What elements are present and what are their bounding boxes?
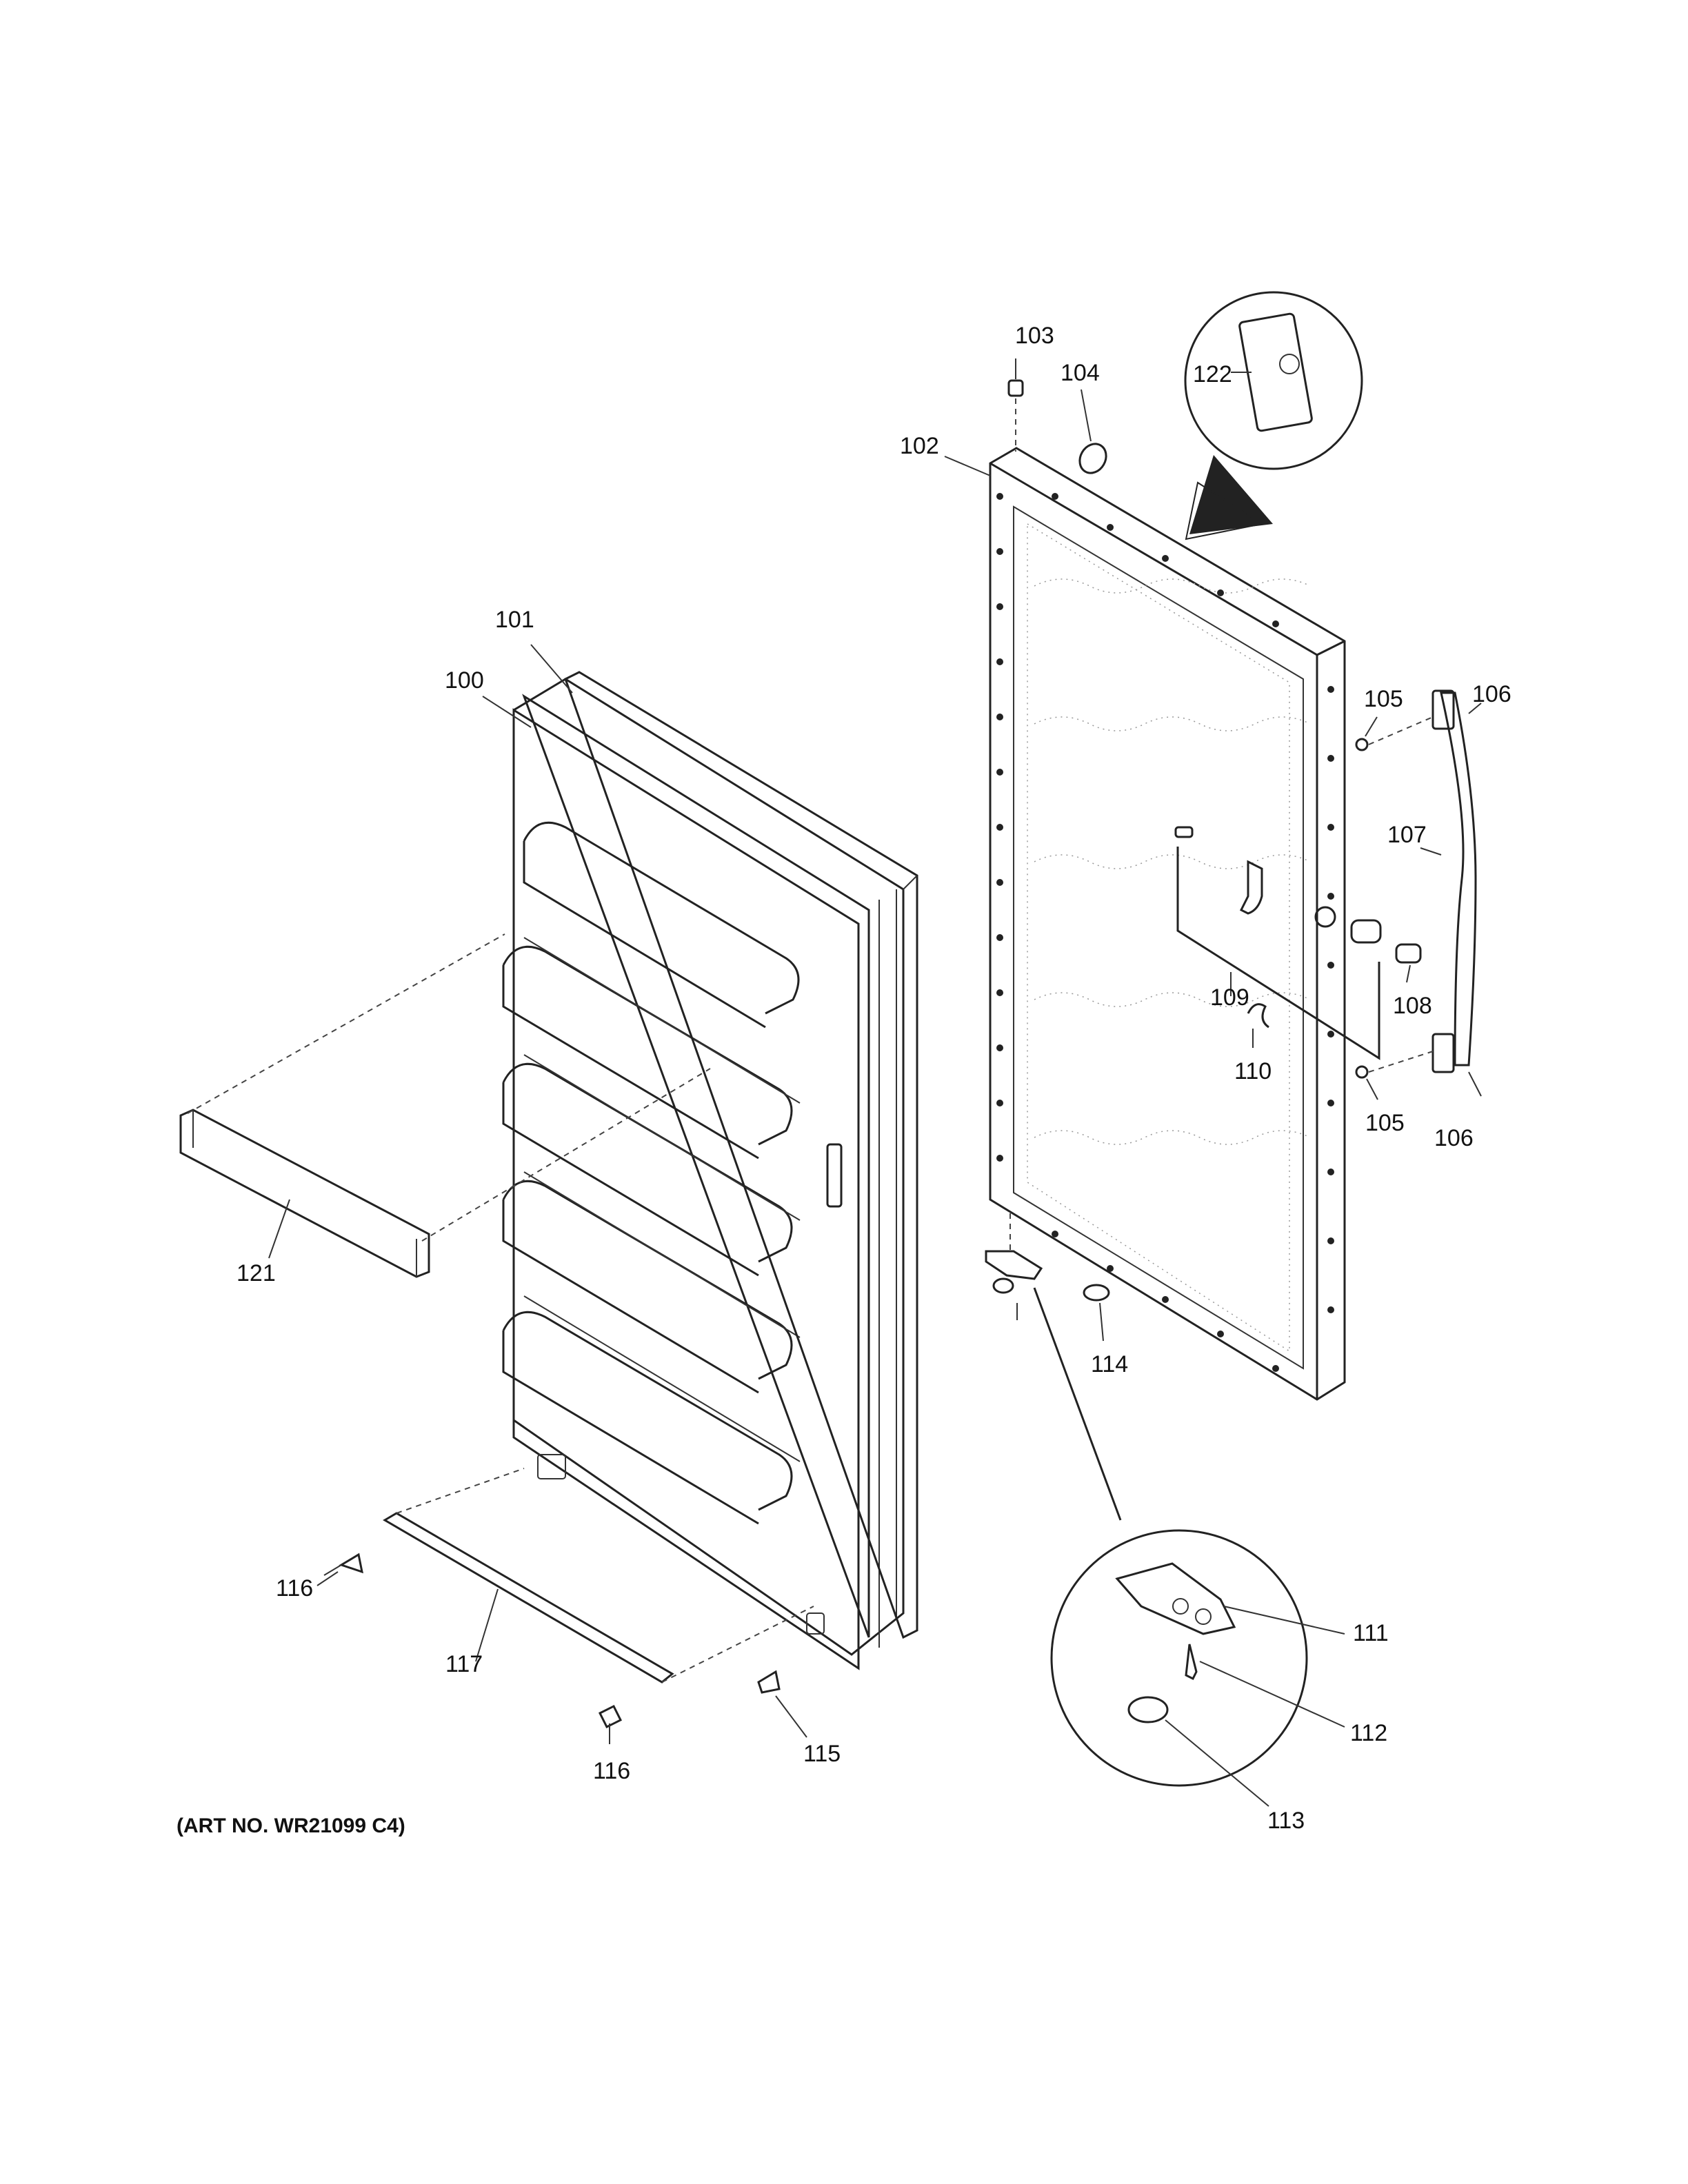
leader-102 (944, 456, 991, 476)
callout-113: 113 (1267, 1808, 1305, 1834)
art-number: (ART NO. WR21099 C4) (177, 1814, 405, 1837)
fastener-115 (757, 1670, 807, 1738)
callout-122: 122 (1193, 361, 1232, 387)
callout-100: 100 (445, 667, 484, 694)
callout-115: 115 (803, 1741, 841, 1767)
outer-door-panel (989, 447, 1346, 1401)
leader-101 (530, 644, 573, 694)
callout-107: 107 (1387, 822, 1427, 848)
callout-103: 103 (1015, 323, 1054, 349)
lock-assembly-109 (1174, 826, 1422, 1060)
plug-103 (1007, 358, 1024, 452)
callout-110: 110 (1234, 1058, 1272, 1084)
callout-117: 117 (445, 1651, 483, 1677)
door-gasket-101 (564, 671, 918, 1639)
fastener-116b (598, 1704, 623, 1744)
callout-106-top: 106 (1472, 681, 1511, 707)
callout-105-bottom: 105 (1365, 1110, 1405, 1136)
callout-116-bottom: 116 (593, 1758, 631, 1784)
callout-108: 108 (1393, 993, 1432, 1019)
callout-121: 121 (237, 1260, 276, 1286)
callout-102: 102 (900, 433, 939, 459)
callout-106-bottom: 106 (1434, 1125, 1474, 1151)
door-handle-107 (1355, 689, 1482, 1100)
callout-104: 104 (1061, 360, 1100, 386)
callout-112: 112 (1350, 1720, 1388, 1746)
cap-104 (1078, 389, 1107, 474)
shelf-rail-121 (179, 933, 711, 1278)
callout-109: 109 (1210, 984, 1249, 1011)
magnified-hinge-circle (1050, 1529, 1345, 1807)
bottom-rail-117 (383, 1468, 814, 1684)
hinge-bracket-111 (985, 1213, 1122, 1521)
callout-111: 111 (1353, 1620, 1389, 1646)
callout-101: 101 (495, 607, 534, 633)
inner-door-liner (502, 678, 905, 1670)
callout-114: 114 (1091, 1351, 1129, 1377)
leader-100 (482, 696, 532, 728)
callout-116-left: 116 (276, 1575, 314, 1601)
callout-105-top: 105 (1364, 686, 1403, 712)
fastener-116a (316, 1553, 363, 1586)
magnified-control-122 (1184, 291, 1363, 540)
